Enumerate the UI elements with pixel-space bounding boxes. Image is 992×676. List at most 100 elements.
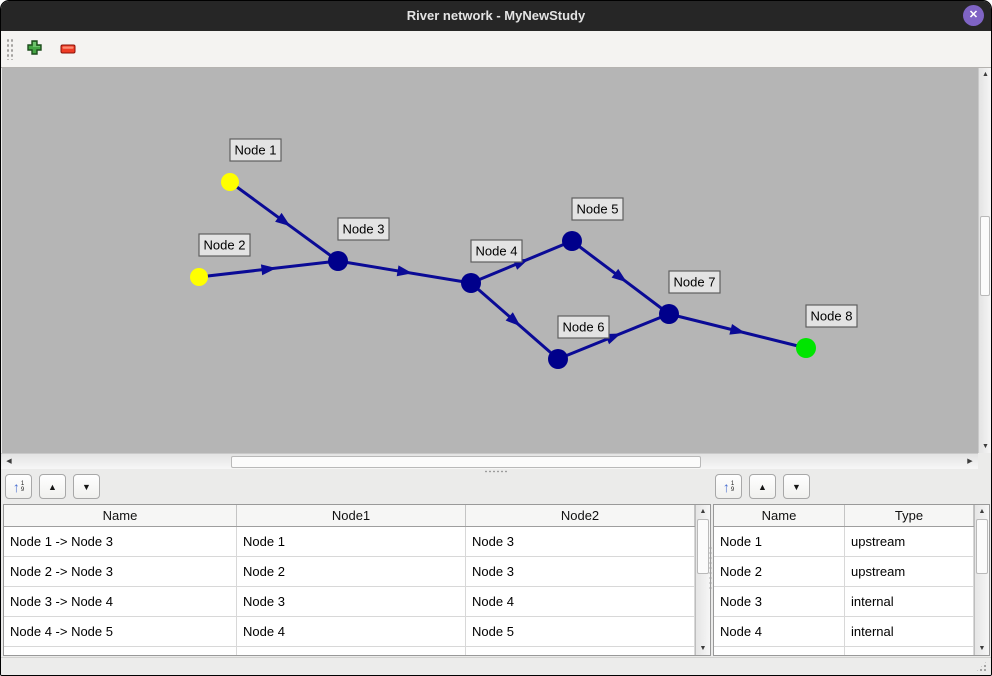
scrollbar-thumb[interactable] (976, 519, 988, 574)
table-cell: Node 4 (714, 617, 845, 646)
diagram-node[interactable] (659, 304, 679, 324)
column-header[interactable]: Node2 (466, 505, 695, 526)
node-label: Node 6 (557, 315, 610, 339)
vertical-scrollbar-thumb[interactable] (980, 216, 990, 296)
scroll-down-button[interactable]: ▼ (979, 440, 991, 453)
resize-grip-icon[interactable] (975, 660, 988, 673)
table-cell: Node 3 (714, 587, 845, 616)
canvas-horizontal-scrollbar[interactable]: ◀ ▶ (1, 453, 978, 469)
flow-arrow-icon (260, 264, 277, 276)
node-label: Node 7 (668, 270, 721, 294)
table-cell: Node 3 (237, 587, 466, 616)
down-arrow-icon: ▼ (982, 443, 989, 450)
up-arrow-icon: ▲ (978, 508, 986, 515)
table-cell: Node 3 (466, 527, 695, 556)
diagram-node[interactable] (548, 349, 568, 369)
close-button[interactable]: ✕ (963, 5, 984, 26)
table-cell: Node 4 (237, 617, 466, 646)
node-label: Node 2 (198, 233, 251, 257)
horizontal-scrollbar-thumb[interactable] (231, 456, 701, 468)
branches-sort-button[interactable]: ↑ 1 9 (5, 474, 32, 499)
scroll-right-button[interactable]: ▶ (963, 454, 977, 469)
left-arrow-icon: ◀ (6, 458, 12, 465)
branches-toolbar: ↑ 1 9 ▲ ▼ (5, 474, 100, 499)
table-cell: upstream (845, 527, 974, 556)
remove-branch-button[interactable] (55, 36, 81, 62)
horizontal-splitter[interactable] (1, 469, 991, 474)
node-label: Node 3 (337, 217, 390, 241)
toolbar-drag-handle[interactable] (6, 38, 13, 60)
flow-arrow-icon (505, 312, 521, 327)
node-label-box (337, 217, 390, 241)
table-row-partial (4, 647, 695, 655)
table-cell: Node 2 -> Node 3 (4, 557, 237, 586)
vertical-splitter[interactable] (708, 547, 713, 589)
node-label-box (198, 233, 251, 257)
up-arrow-icon: ▲ (699, 508, 707, 515)
branches-move-down-button[interactable]: ▼ (73, 474, 100, 499)
down-triangle-icon: ▼ (792, 481, 801, 492)
node-label-box (229, 138, 282, 162)
diagram-node[interactable] (562, 231, 582, 251)
column-header[interactable]: Name (4, 505, 237, 526)
scrollbar-thumb[interactable] (697, 519, 709, 574)
branches-table-scrollbar[interactable]: ▲ ▼ (695, 505, 710, 655)
node-label-text: Node 5 (577, 202, 619, 217)
table-cell: internal (845, 587, 974, 616)
nodes-move-up-button[interactable]: ▲ (749, 474, 776, 499)
remove-icon (60, 42, 76, 57)
nodes-sort-button[interactable]: ↑ 1 9 (715, 474, 742, 499)
add-branch-button[interactable] (21, 36, 47, 62)
canvas-vertical-scrollbar[interactable]: ▲ ▼ (978, 68, 991, 453)
diagram-node[interactable] (221, 173, 239, 191)
up-triangle-icon: ▲ (48, 481, 57, 492)
diagram-node[interactable] (461, 273, 481, 293)
up-arrow-icon: ▲ (982, 71, 989, 78)
scroll-down-button[interactable]: ▼ (975, 642, 989, 655)
scroll-left-button[interactable]: ◀ (2, 454, 16, 469)
node-label-box (557, 315, 610, 339)
node-label: Node 5 (571, 197, 624, 221)
table-cell: Node 2 (237, 557, 466, 586)
branches-move-up-button[interactable]: ▲ (39, 474, 66, 499)
node-label-box (668, 270, 721, 294)
table-cell (714, 647, 845, 655)
scroll-up-button[interactable]: ▲ (979, 68, 991, 81)
main-toolbar (1, 31, 991, 68)
nodes-move-down-button[interactable]: ▼ (783, 474, 810, 499)
scroll-down-button[interactable]: ▼ (696, 642, 710, 655)
node-label-text: Node 7 (674, 275, 716, 290)
table-cell: Node 1 (237, 527, 466, 556)
column-header[interactable]: Node1 (237, 505, 466, 526)
nodes-toolbar: ↑ 1 9 ▲ ▼ (715, 474, 810, 499)
scroll-up-button[interactable]: ▲ (975, 505, 989, 518)
column-header[interactable]: Type (845, 505, 974, 526)
node-label: Node 1 (229, 138, 282, 162)
table-cell: internal (845, 617, 974, 646)
down-triangle-icon: ▼ (82, 481, 91, 492)
table-cell: Node 5 (466, 617, 695, 646)
nodes-table-scrollbar[interactable]: ▲ ▼ (974, 505, 989, 655)
column-header[interactable]: Name (714, 505, 845, 526)
table-cell (845, 647, 974, 655)
diagram-node[interactable] (796, 338, 816, 358)
diagram-node[interactable] (190, 268, 208, 286)
diagram-node[interactable] (328, 251, 348, 271)
scroll-up-button[interactable]: ▲ (696, 505, 710, 518)
